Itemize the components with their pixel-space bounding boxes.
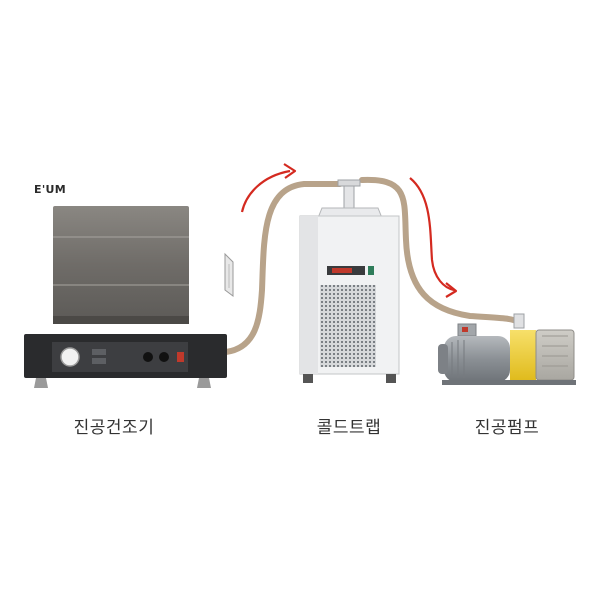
brand-logo: E'UM — [34, 183, 66, 196]
oven-door — [53, 206, 189, 324]
vacuum-pump — [438, 313, 576, 385]
label-vacuum-pump: 진공펌프 — [474, 418, 540, 438]
hose-oven-to-trap — [223, 181, 343, 355]
oven-knob — [60, 347, 80, 367]
oven-handle — [224, 252, 234, 297]
flow-arrow-left — [240, 163, 297, 213]
cold-trap — [299, 179, 400, 383]
cold-trap-grille — [320, 285, 376, 367]
flow-arrow-right — [409, 177, 458, 298]
label-vacuum-oven: 진공건조기 — [73, 418, 155, 438]
hose-trap-to-pump — [359, 176, 521, 325]
vacuum-oven — [24, 206, 234, 388]
label-cold-trap: 콜드트랩 — [316, 418, 382, 438]
